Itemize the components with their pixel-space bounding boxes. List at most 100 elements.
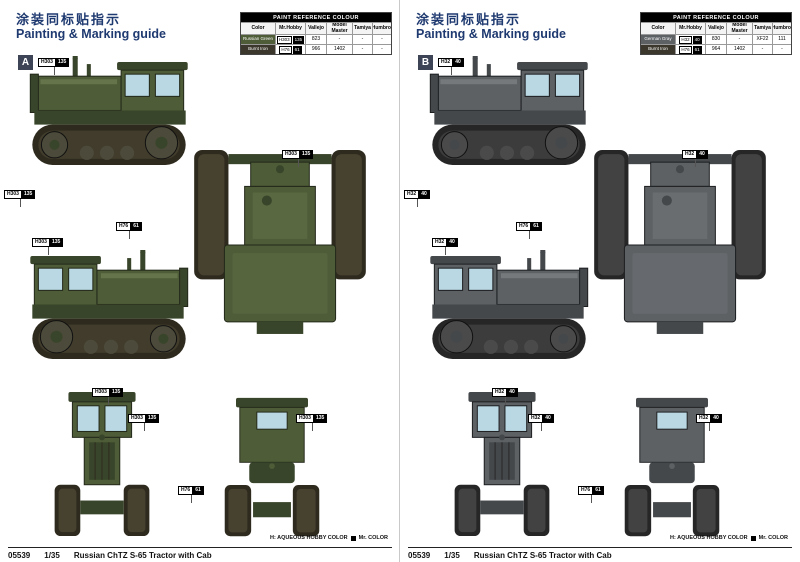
kit-scale: 1/35	[444, 551, 460, 560]
legend-mr-color-label: Mr. COLOR	[758, 535, 788, 541]
title-english: Painting & Marking guide	[16, 27, 167, 41]
item-number: 05539	[408, 551, 431, 560]
tractor-top-view	[194, 148, 366, 338]
mr-color-code: 61	[131, 222, 142, 231]
kit-title: Russian ChTZ S-65 Tractor with Cab	[473, 551, 612, 560]
panel-scheme-a: 涂装同标贴指示 Painting & Marking guide PAINT R…	[4, 12, 392, 560]
paint-value-humbrol: -	[772, 44, 791, 54]
title-english: Painting & Marking guide	[416, 27, 567, 41]
tractor-side-view-1	[428, 56, 590, 169]
aqueous-code: H32	[404, 190, 420, 199]
paint-color-swatch: Burnt Iron	[641, 44, 675, 54]
paint-value-model_master: 1402	[326, 44, 352, 54]
legend-mr-color-label: Mr. COLOR	[358, 535, 388, 541]
tractor-front-view	[52, 390, 152, 540]
panel-footer: 05539 1/35 Russian ChTZ S-65 Tractor wit…	[8, 547, 392, 560]
mr-color-code: 40	[692, 35, 702, 44]
item-number: 05539	[8, 551, 31, 560]
paint-value-tamiya: -	[352, 34, 372, 44]
mr-color-code: 135	[49, 238, 64, 247]
mr-color-code: 40	[447, 238, 458, 247]
mr-color-code: 61	[531, 222, 542, 231]
aqueous-code: H76	[679, 45, 692, 54]
aqueous-code: H76	[516, 222, 532, 231]
paint-table-col-header: Vallejo	[305, 22, 326, 34]
aqueous-code: H76	[178, 486, 194, 495]
paint-value-model_master: 1402	[726, 44, 752, 54]
mr-color-code: 40	[419, 190, 430, 199]
aqueous-code: H303	[4, 190, 22, 199]
paint-table-col-header: Humbrol	[372, 22, 391, 34]
paint-color-swatch: German Gray	[641, 34, 675, 44]
title-chinese: 涂装同标贴指示	[16, 12, 122, 27]
tractor-side-view-1	[28, 56, 190, 169]
paint-table-col-header: Model Master	[326, 22, 352, 34]
mr-color-code: 135	[21, 190, 36, 199]
tractor-top-view	[594, 148, 766, 338]
paint-value-vallejo: 966	[305, 44, 326, 54]
paint-value-humbrol: -	[372, 34, 391, 44]
mr-color-code: 61	[692, 45, 702, 54]
paint-value-vallejo: 823	[305, 34, 326, 44]
paint-table-col-header: Tamiya	[352, 22, 372, 34]
panel-scheme-b: 涂装同标贴指示 Painting & Marking guide PAINT R…	[400, 0, 800, 562]
scheme-badge-b: B	[418, 55, 433, 70]
mr-color-square-icon	[350, 535, 356, 541]
paint-value-tamiya: XF22	[752, 34, 772, 44]
panel-divider	[399, 0, 400, 562]
paint-table-col-header: Mr.Hobby	[275, 22, 305, 34]
tractor-rear-view	[222, 396, 322, 540]
paint-table-title: PAINT REFERENCE COLOUR	[641, 13, 791, 22]
kit-scale: 1/35	[44, 551, 60, 560]
paint-value-vallejo: 964	[705, 44, 726, 54]
aqueous-code: H32	[679, 35, 692, 44]
aqueous-code: H76	[279, 45, 292, 54]
paint-value-tamiya: -	[752, 44, 772, 54]
mr-color-square-icon	[750, 535, 756, 541]
aqueous-code: H76	[116, 222, 132, 231]
legend-aqueous-label: H: AQUEOUS HOBBY COLOR	[670, 535, 748, 541]
tractor-front-view	[452, 390, 552, 540]
paint-table-col-header: Humbrol	[772, 22, 791, 34]
paint-value-tamiya: -	[352, 44, 372, 54]
paint-value-model_master: -	[726, 34, 752, 44]
paint-table-title: PAINT REFERENCE COLOUR	[241, 13, 391, 22]
legend-aqueous-label: H: AQUEOUS HOBBY COLOR	[270, 535, 348, 541]
mr-color-code: 135	[292, 35, 305, 44]
tractor-side-view-2	[28, 250, 190, 363]
aqueous-code: H32	[432, 238, 448, 247]
paint-value-humbrol: 111	[772, 34, 791, 44]
paint-table-col-header: Mr.Hobby	[675, 22, 705, 34]
tractor-rear-view	[622, 396, 722, 540]
kit-title: Russian ChTZ S-65 Tractor with Cab	[73, 551, 212, 560]
paint-table-col-header: Color	[241, 22, 275, 34]
aqueous-code: H303	[32, 238, 50, 247]
mr-color-code: 61	[593, 486, 604, 495]
title-chinese: 涂装同标贴指示	[416, 12, 522, 27]
mr-color-code: 61	[193, 486, 204, 495]
aqueous-code: H76	[578, 486, 594, 495]
scheme-badge-a: A	[18, 55, 33, 70]
paint-value-vallejo: 830	[705, 34, 726, 44]
color-legend: H: AQUEOUS HOBBY COLOR Mr. COLOR	[270, 535, 388, 541]
